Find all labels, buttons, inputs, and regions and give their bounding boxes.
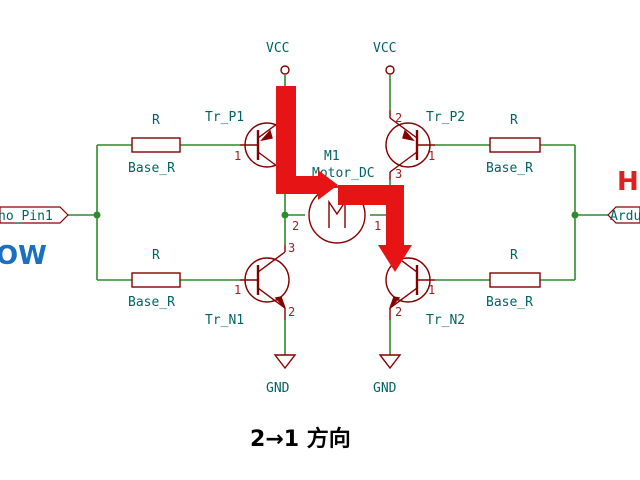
motor-pin-left: 2: [292, 219, 299, 233]
vcc-right: VCC: [373, 41, 396, 75]
resistor-top-left-value: R: [152, 113, 160, 128]
gnd-right-label: GND: [373, 381, 397, 396]
transistor-n1-pin-c: 3: [288, 241, 295, 255]
junction-left-mid: [281, 211, 289, 219]
transistor-n1-name: Tr_N1: [205, 313, 244, 328]
junction-left-input: [93, 211, 101, 219]
vcc-right-label: VCC: [373, 41, 396, 56]
resistor-top-right-name: Base_R: [486, 161, 533, 176]
motor-symbol: [308, 186, 366, 244]
resistor-top-right-value: R: [510, 113, 518, 128]
wires: [68, 75, 608, 355]
transistor-p2: [385, 110, 435, 180]
transistor-n1: [240, 245, 290, 320]
transistor-p2-pin-c: 3: [395, 167, 402, 181]
resistor-bottom-left: R Base_R 1: [128, 248, 241, 310]
resistor-top-right: R Base_R 1: [428, 113, 541, 176]
left-state-label: OW: [0, 241, 47, 271]
current-flow-arrow: [276, 86, 412, 272]
gnd-left: GND: [266, 354, 297, 396]
motor-pin-right: 1: [374, 219, 381, 233]
right-input-text: Ardu: [610, 209, 640, 224]
resistor-bottom-right-pin: 1: [428, 283, 435, 297]
resistor-bottom-right: R Base_R 1: [428, 248, 541, 310]
resistor-bottom-right-value: R: [510, 248, 518, 263]
vcc-left-label: VCC: [266, 41, 289, 56]
resistor-top-right-pin: 1: [428, 149, 435, 163]
transistor-p2-name: Tr_P2: [426, 110, 465, 125]
right-state-label: H: [617, 167, 639, 197]
gnd-left-label: GND: [266, 381, 290, 396]
resistor-bottom-left-pin: 1: [234, 283, 241, 297]
junction-right-input: [571, 211, 579, 219]
right-input-label: Ardu: [607, 206, 640, 224]
transistor-n2-name: Tr_N2: [426, 313, 465, 328]
direction-caption: 2→1 方向: [250, 426, 351, 452]
resistor-top-left: R Base_R 1: [128, 113, 241, 176]
left-input-label: no_Pin1: [0, 206, 69, 224]
resistor-top-left-name: Base_R: [128, 161, 175, 176]
motor-ref: M1: [324, 149, 340, 164]
transistor-p1-name: Tr_P1: [205, 110, 244, 125]
vcc-left: VCC: [266, 41, 290, 75]
resistor-bottom-left-value: R: [152, 248, 160, 263]
transistor-p2-pin-e: 2: [395, 111, 402, 125]
gnd-right: GND: [373, 354, 402, 396]
transistor-n1-pin-e: 2: [288, 305, 295, 319]
left-input-text: no_Pin1: [0, 209, 53, 224]
resistor-bottom-left-name: Base_R: [128, 295, 175, 310]
transistor-n2-pin-e: 2: [395, 305, 402, 319]
resistor-top-left-pin: 1: [234, 149, 241, 163]
resistor-bottom-right-name: Base_R: [486, 295, 533, 310]
